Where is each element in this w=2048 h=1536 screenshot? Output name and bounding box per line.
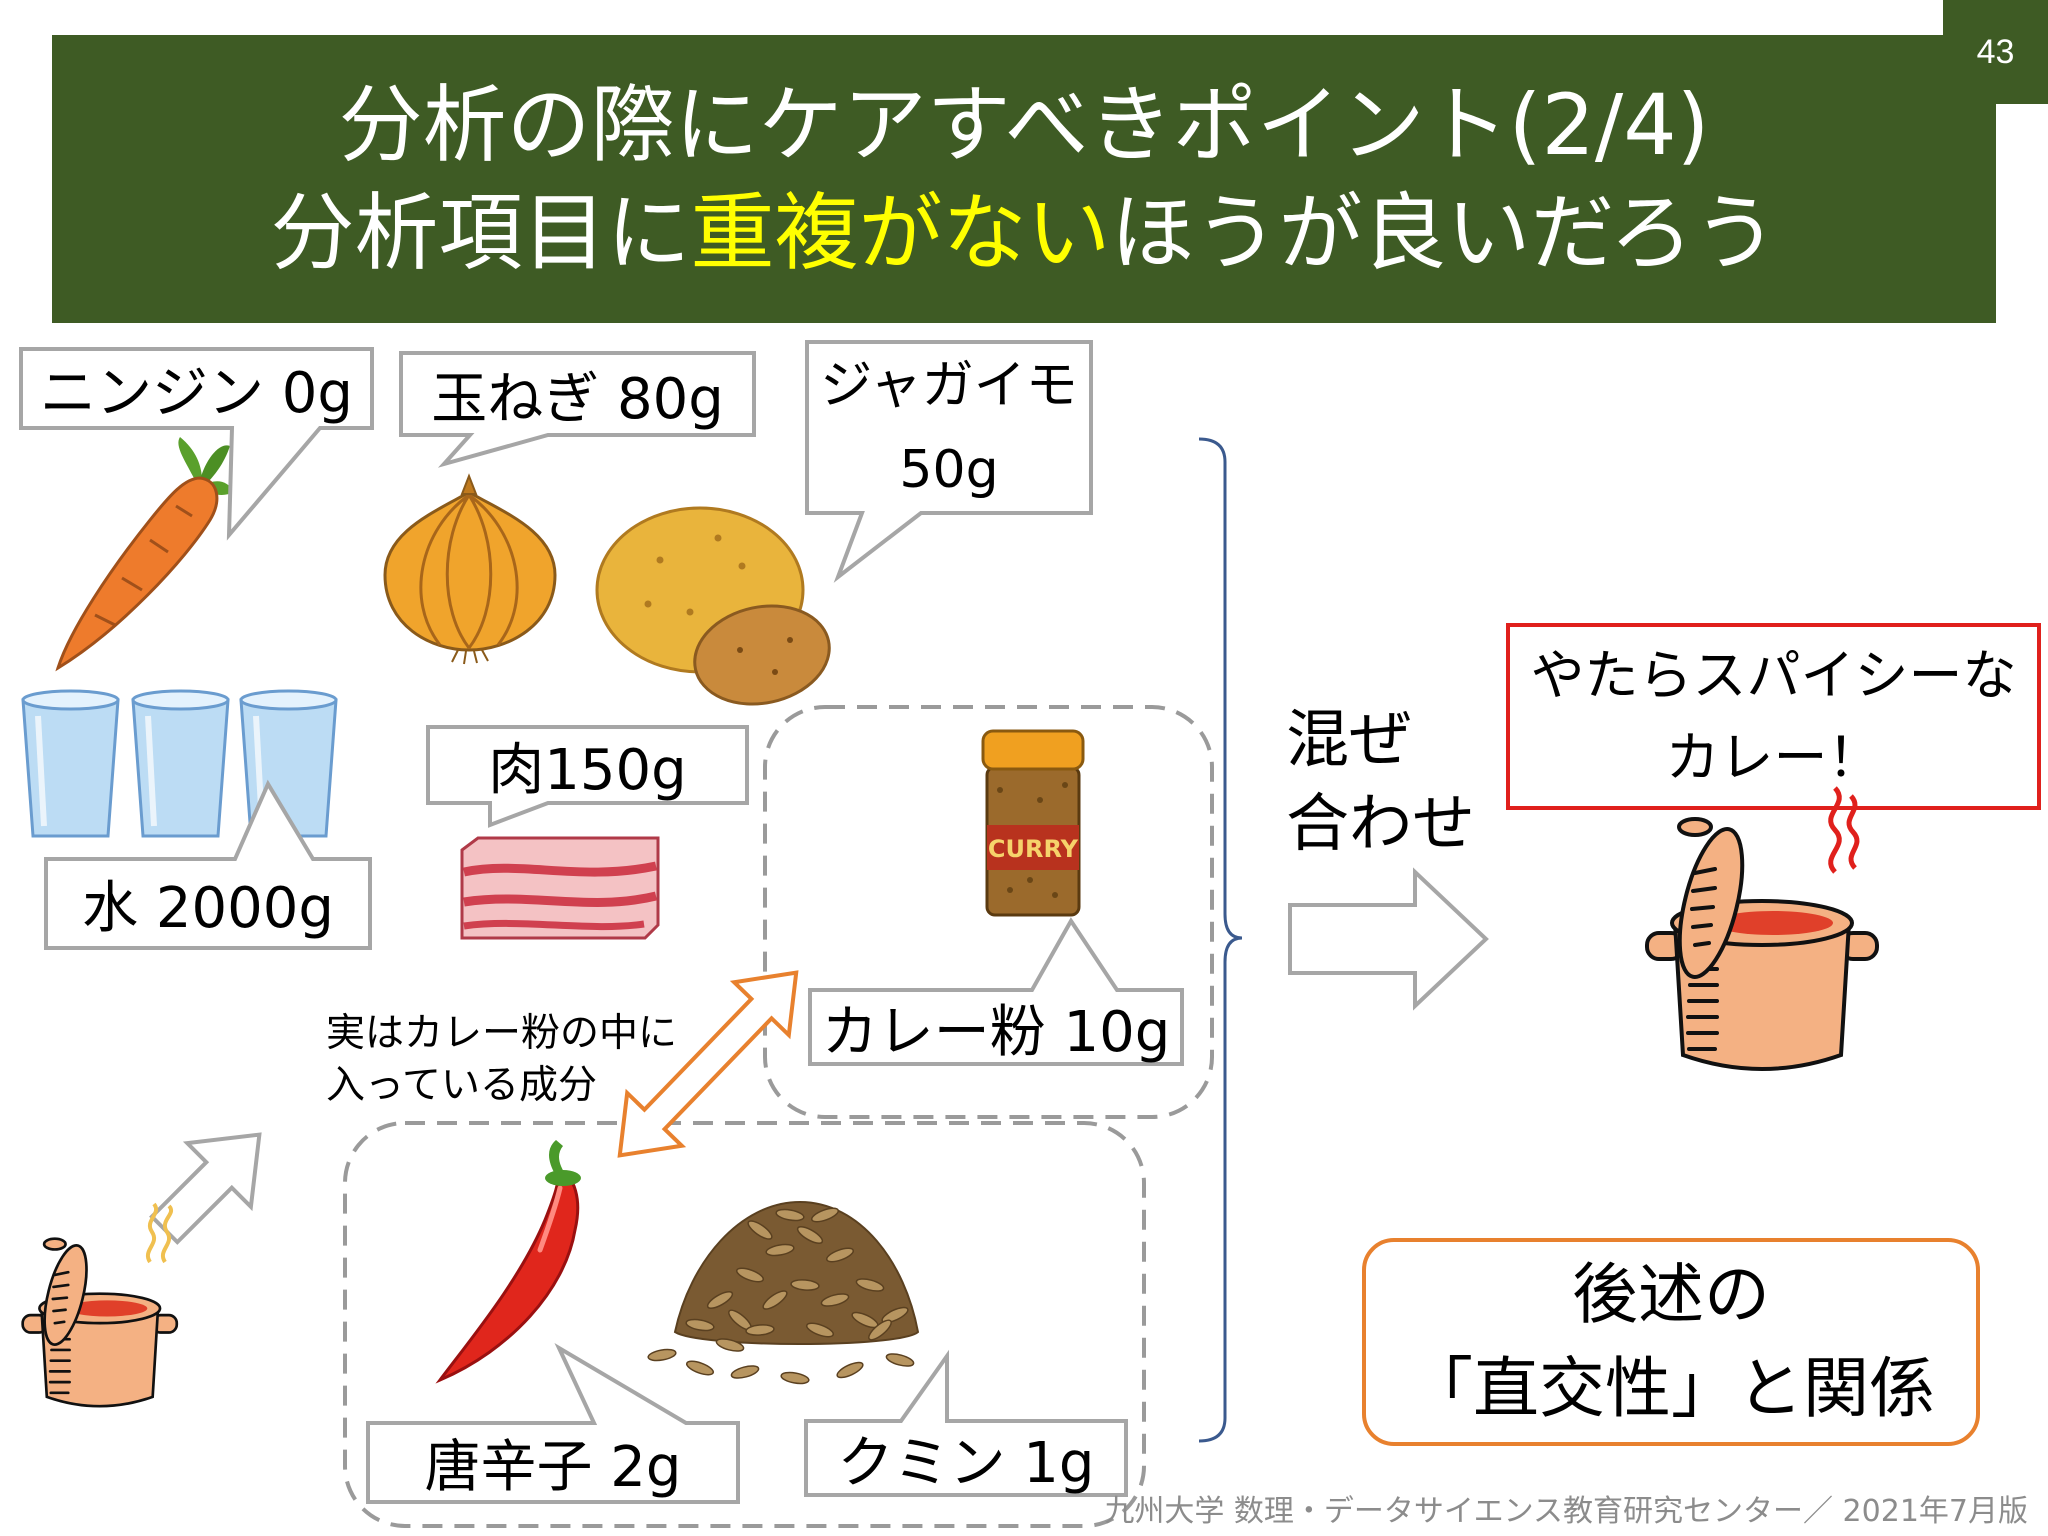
hidden-ingredient-note: 実はカレー粉の中に 入っている成分 [326, 1008, 677, 1112]
title-banner [52, 35, 1996, 323]
mix-label-line-2: 合わせ [1286, 787, 1475, 860]
curry-powder-label: カレー粉 10g [821, 999, 1171, 1065]
title-highlight: 重複がない [690, 184, 1111, 282]
slide-title: 分析の際にケアすべきポイント(2/4) 分析項目に重複がないほうが良いだろう [52, 35, 1996, 323]
result-box: やたらスパイシーな カレー！ [1506, 623, 2041, 810]
potato-label-line-1: ジャガイモ [820, 355, 1078, 416]
spices-group-box [343, 1121, 1146, 1528]
small-pot-illustration [21, 1202, 179, 1408]
curry-powder-callout [808, 917, 1184, 1066]
chili-callout [366, 1342, 740, 1504]
cumin-callout [804, 1349, 1128, 1497]
note-line-1: 実はカレー粉の中に [326, 1011, 678, 1056]
potato-illustration [595, 506, 831, 706]
page-number: 43 [1976, 32, 2015, 71]
result-line-2: カレー！ [1665, 725, 1882, 789]
chili-label: 唐辛子 2g [424, 1435, 682, 1500]
potato-callout [805, 340, 1093, 583]
onion-illustration [383, 473, 557, 665]
curry-jar-illustration: CURRY [981, 729, 1085, 917]
meat-label: 肉150g [488, 737, 687, 803]
water-glasses-illustration [21, 689, 338, 838]
note-line-2: 入っている成分 [326, 1063, 598, 1108]
title-line2-after: ほうが良いだろう [1110, 184, 1778, 282]
right-brace [1198, 437, 1243, 1443]
water-label: 水 2000g [82, 876, 334, 941]
onion-label: 玉ねぎ 80g [431, 366, 724, 432]
carrot-callout [19, 347, 374, 541]
cumin-illustration [647, 1200, 920, 1385]
mix-label: 混ぜ 合わせ [1286, 698, 1475, 866]
title-line-1: 分析の際にケアすべきポイント(2/4) [338, 76, 1710, 174]
water-callout [44, 779, 372, 950]
carrot-illustration [55, 437, 234, 672]
result-line-1: やたらスパイシーな [1530, 643, 2017, 707]
potato-label-line-2: 50g [899, 439, 999, 500]
small-up-right-arrow-icon [149, 1132, 262, 1245]
curry-jar-label: CURRY [988, 835, 1079, 863]
potato-label: ジャガイモ 50g [807, 342, 1091, 513]
curry-powder-group-box [763, 705, 1214, 1119]
mix-arrow-icon [1288, 867, 1489, 1011]
meat-callout [426, 725, 749, 828]
page-number-tab [1943, 0, 2048, 104]
carrot-label: ニンジン 0g [40, 361, 353, 426]
onion-callout [399, 351, 756, 468]
title-line-2: 分析項目に重複がないほうが良いだろう [271, 179, 1778, 287]
orthogonality-box: 後述の 「直交性」と関係 [1362, 1238, 1980, 1446]
double-arrow-icon [617, 970, 799, 1158]
chili-illustration [435, 1140, 581, 1384]
meat-illustration [460, 836, 660, 940]
cumin-label: クミン 1g [837, 1430, 1095, 1496]
mix-label-line-1: 混ぜ [1286, 703, 1412, 776]
footer-credit: 九州大学 数理・データサイエンス教育研究センター／ 2021年7月版 [1104, 1494, 2028, 1529]
orthogonality-line-2: 「直交性」と関係 [1407, 1350, 1935, 1427]
title-line2-before: 分析項目に [270, 184, 691, 282]
orthogonality-line-1: 後述の [1572, 1256, 1770, 1333]
